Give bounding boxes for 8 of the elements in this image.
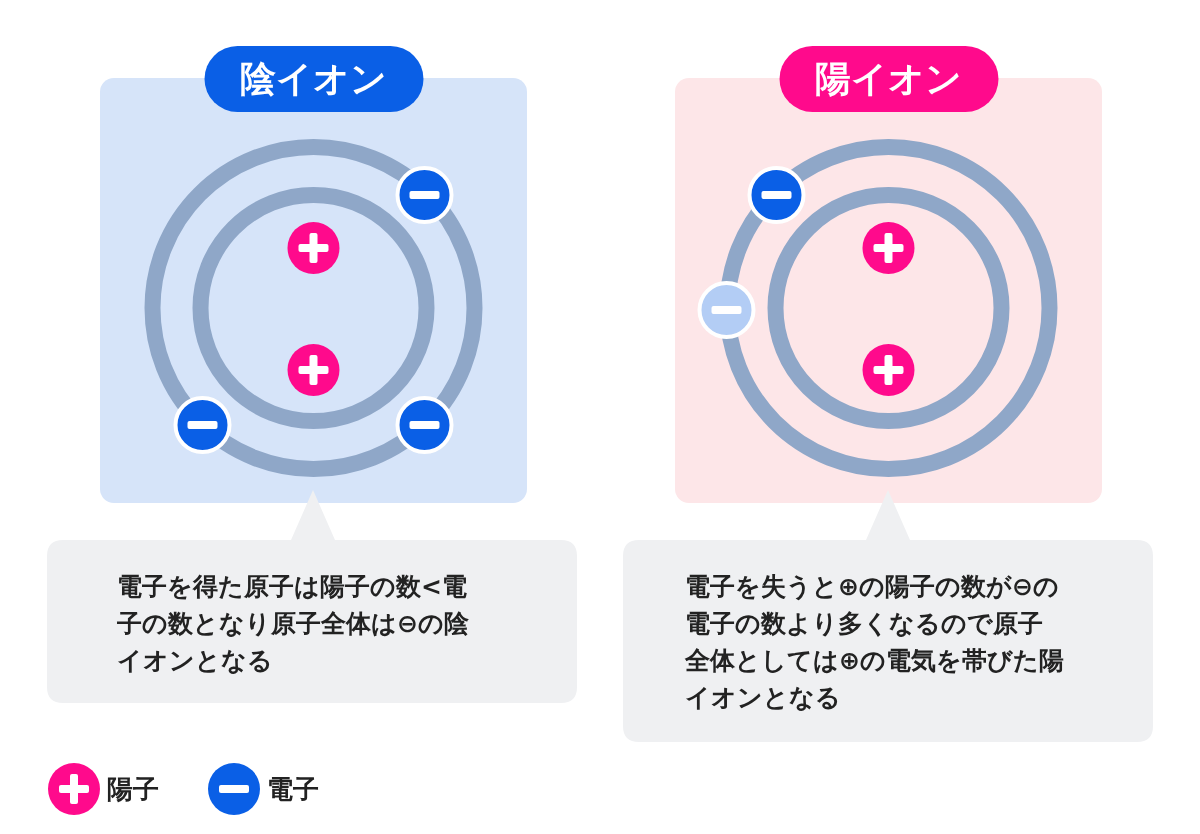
- explanation-text: 電子を得た原子は陽子の数<電子の数となり原子全体は⊖の陰イオンとなる: [117, 571, 470, 677]
- speech-bubble: [47, 490, 577, 703]
- speech-bubble: [623, 490, 1153, 742]
- legend-label: 陽子: [107, 772, 159, 806]
- panel-title: 陰イオン: [204, 46, 423, 112]
- explanation-text: 電子を失うと⊕の陽子の数が⊖の電子の数より多くなるので原子全体としては⊕の電気を帯びた陽イオンとなる: [685, 571, 1065, 714]
- panel-title: 陽イオン: [779, 46, 998, 112]
- legend-label: 電子: [267, 772, 319, 806]
